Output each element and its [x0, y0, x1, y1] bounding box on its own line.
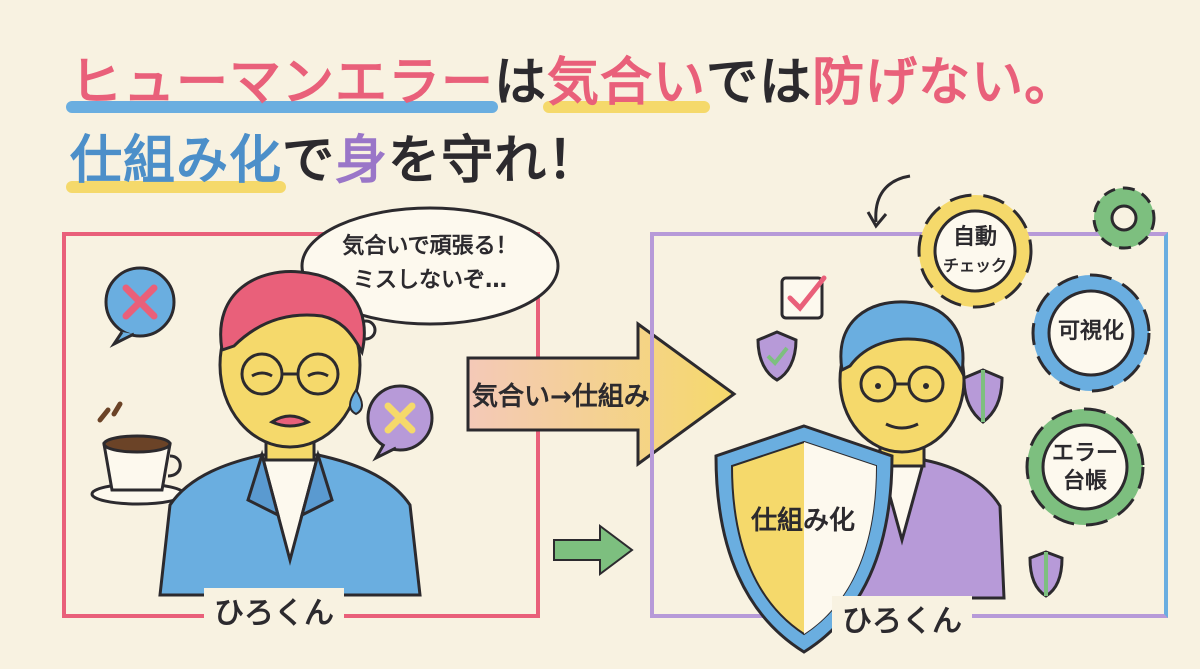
- error-x-bubble-purple: [366, 384, 434, 462]
- gear-auto-check-label: 自動 チェック: [942, 225, 1007, 275]
- title-text-pink: 防げない。: [812, 53, 1078, 113]
- gear-visualize-icon: [1031, 273, 1151, 393]
- title-text: を: [388, 131, 442, 191]
- gear-auto-check-icon: [917, 193, 1033, 309]
- title-line-2: 仕組み化 で身を守れ！: [66, 118, 601, 193]
- gear-error-ledger-label: エラー 台帳: [1051, 441, 1118, 494]
- thought-bubble-text: 気合いで頑張る！ ミスしないぞ…: [318, 230, 542, 298]
- small-shield-icon: [1028, 550, 1064, 598]
- error-x-bubble-blue: [104, 266, 176, 348]
- title-text-purple: 身: [335, 131, 389, 191]
- small-shield-check-icon: [756, 330, 798, 382]
- title-highlight-shikumika: 仕組み化: [66, 118, 287, 193]
- gear-error-ledger-icon: [1025, 407, 1145, 527]
- arrow-label: 気合い→仕組み: [472, 382, 650, 412]
- thought-line-1: 気合いで頑張る！: [342, 234, 518, 259]
- big-transition-arrow: [466, 321, 737, 467]
- title-line-1: ヒューマンエラー は 気合い では防げない。: [66, 40, 1078, 115]
- small-shield-icon: [962, 368, 1004, 424]
- shield-label: 仕組み化: [750, 506, 855, 536]
- stressed-hirokun-illustration: [158, 270, 422, 597]
- right-name-label: ひろくん: [832, 596, 972, 640]
- title-highlight-kiai: 気合い: [543, 40, 711, 115]
- small-gear-icon: [1092, 186, 1156, 250]
- title-text: では: [706, 53, 813, 113]
- title-text: 守れ！: [441, 131, 601, 191]
- big-shield-icon: [714, 424, 894, 654]
- small-green-arrow-icon: [553, 524, 634, 576]
- title-highlight-human-error: ヒューマンエラー: [66, 40, 499, 115]
- checkmark-icon: [780, 275, 827, 320]
- gear-visualize-label: 可視化: [1057, 319, 1124, 344]
- thought-line-2: ミスしないぞ…: [352, 268, 507, 293]
- left-name-label: ひろくん: [204, 588, 344, 632]
- title-text: は: [494, 53, 548, 113]
- spilled-coffee-icon: [90, 401, 186, 506]
- title-text: で: [282, 131, 336, 191]
- cycle-arrow-icon: [866, 174, 911, 229]
